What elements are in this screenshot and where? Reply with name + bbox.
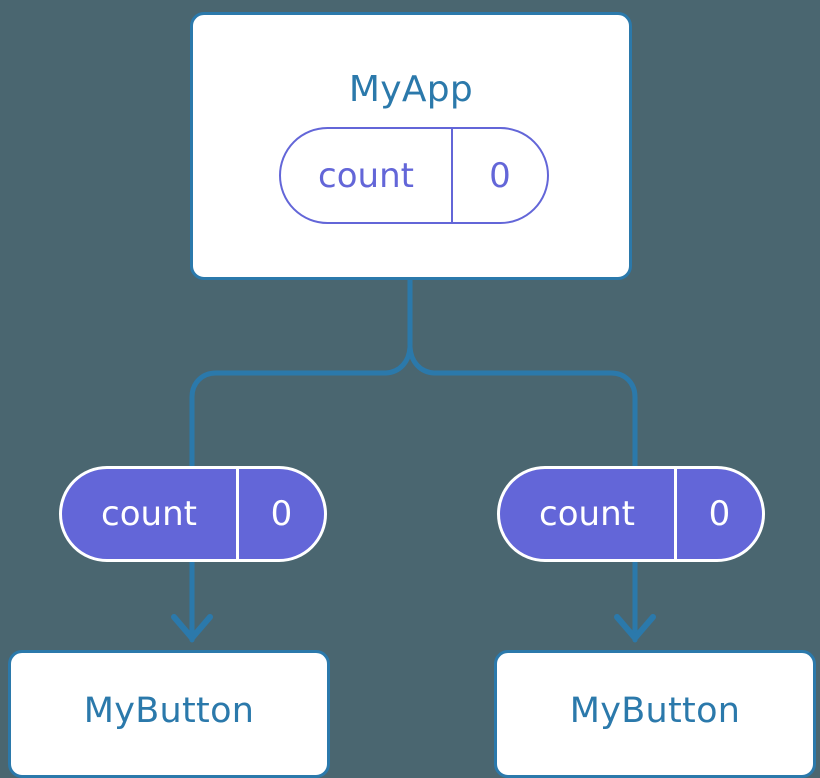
state-value-label: 0	[270, 494, 293, 534]
component-card-mybutton-left[interactable]: MyButton	[8, 650, 330, 778]
fork-branch-left	[189, 344, 413, 473]
component-card-myapp[interactable]: MyApp count 0	[190, 12, 632, 280]
state-key-label: count	[500, 469, 677, 559]
arrow-head-right	[614, 614, 656, 641]
state-pill-child-left[interactable]: count 0	[59, 466, 327, 562]
state-value-label: 0	[489, 155, 511, 196]
component-card-mybutton-right[interactable]: MyButton	[494, 650, 816, 778]
component-title-mybutton: MyButton	[569, 691, 741, 731]
component-title-mybutton: MyButton	[83, 691, 255, 731]
state-pill-child-right[interactable]: count 0	[497, 466, 765, 562]
arrow-head-left	[171, 614, 213, 641]
state-pill-myapp[interactable]: count 0	[279, 127, 549, 224]
component-title-myapp: MyApp	[348, 69, 474, 110]
fork-branch-right	[407, 344, 638, 473]
state-key-label: count	[281, 129, 453, 222]
state-key-label: count	[62, 469, 239, 559]
state-value-label: 0	[708, 494, 731, 534]
